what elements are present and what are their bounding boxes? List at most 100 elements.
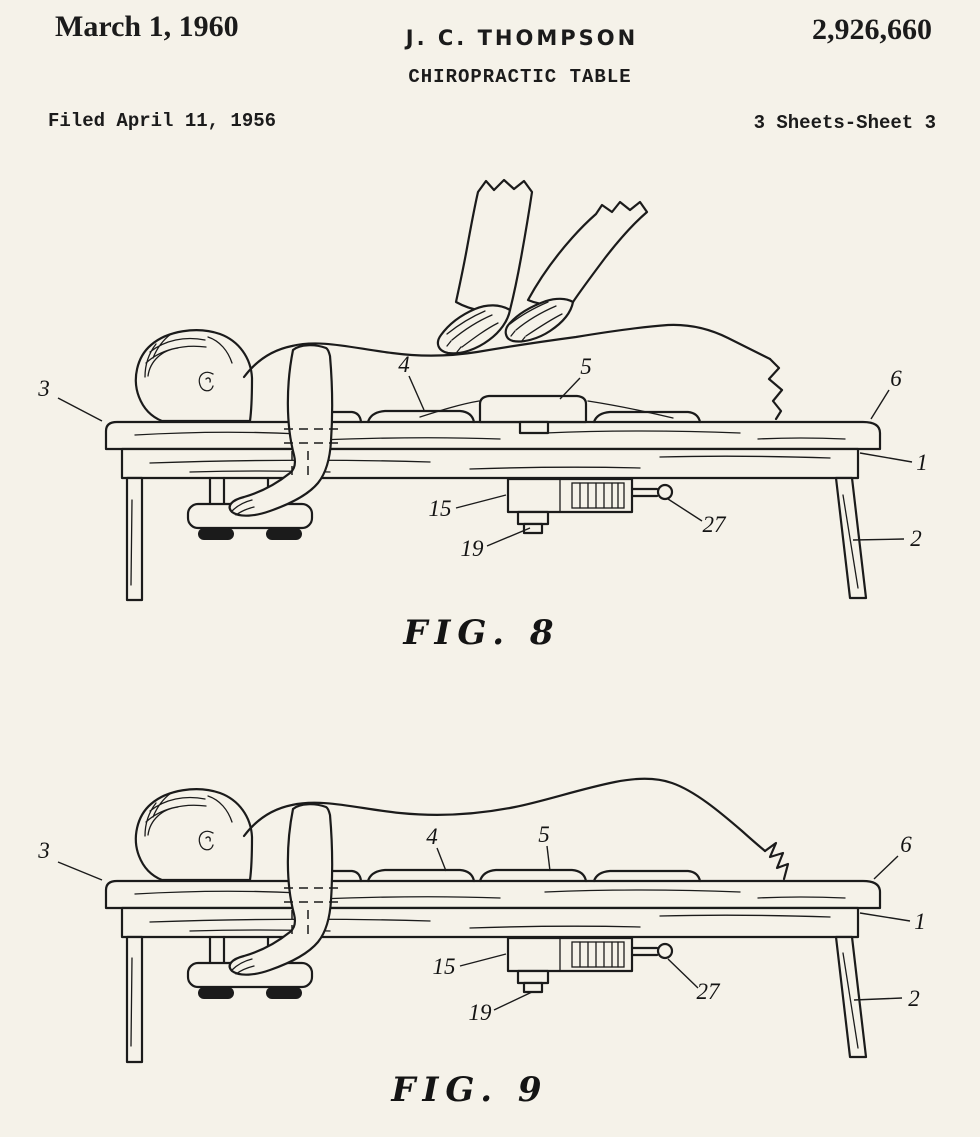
fig8-leader-19 [486,527,531,547]
fig8-ref-label-1: 1 [916,450,928,475]
fig9-part19-bracket [516,969,550,985]
fig8-raised-cushion-tab [518,420,550,435]
fig9-leader-19 [493,991,533,1011]
fig9-ref-label-19: 19 [469,1000,493,1025]
fig8-practitioner-nails-right [510,330,526,343]
fig8-annotations: 3 4 5 6 1 2 15 19 27 [37,352,928,561]
fig8-ref-label-5: 5 [580,354,592,379]
fig9-armrest-foot-left [198,987,234,999]
fig9-table [104,879,882,1064]
fig9-annotations: 3 4 5 6 1 2 15 19 27 [37,822,926,1025]
fig8-right-leg-shading [842,494,859,589]
fig8-patient-back [242,323,772,379]
fig8-patient [134,323,784,517]
fig9-leader-5 [546,845,551,872]
fig8-cushion-2 [366,409,476,424]
fig9-cushion-4 [592,869,702,883]
fig8-ref-label-27: 27 [703,512,728,537]
fig9-leader-15 [459,953,507,967]
fig9-ref-label-4: 4 [426,824,438,849]
fig8-cushions [290,394,702,435]
fig8-ref-label-2: 2 [910,526,922,551]
fig8-patient-belly-rear [587,400,674,419]
fig8-ref-label-3: 3 [37,376,50,401]
fig8-patient-head [134,329,254,423]
fig8-right-leg [834,476,868,600]
fig9-patient-torn-edge [763,841,790,881]
fig8-leader-6 [870,389,890,420]
fig8-practitioner-hand-left [436,304,512,355]
fig9-patient-fingers [231,958,255,975]
fig8: 3 4 5 6 1 2 15 19 27 FIG. 8 [37,178,928,653]
fig8-mechanism-cylinder [571,482,625,509]
fig9-mechanism-hatching [579,941,619,968]
fig8-ref-label-15: 15 [429,496,452,521]
fig9-patient-hair [144,792,233,837]
fig8-part19-bracket [516,510,550,526]
fig9-cushion-3 [478,868,588,883]
inventor-name: J. C. THOMPSON [405,26,639,50]
fig8-leader-3 [57,397,103,422]
fig8-practitioner-fingers-right [509,301,563,337]
fig9-leader-6 [873,855,899,880]
fig8-practitioner-arm-right [526,200,649,306]
fig9-left-leg [125,935,144,1064]
patent-date: March 1, 1960 [55,10,239,43]
fig8-patient-arm [228,344,334,517]
fig9-right-leg-shading [842,952,859,1049]
fig8-practitioner-arms [436,178,649,355]
fig9-patient-arm [228,803,334,976]
fig8-leader-15 [455,494,507,509]
fig8-ref-label-19: 19 [461,536,485,561]
fig8-practitioner-fingers-left [446,310,499,348]
fig8-mechanism-box [506,477,634,514]
fig9-tabletop [104,879,882,910]
invention-title: CHIROPRACTIC TABLE [408,66,632,88]
fig9-part19-nub [522,981,544,994]
fig9-adjust-rod [630,946,659,957]
fig9-patient [134,777,790,976]
fig9-leader-3 [57,861,103,881]
fig8-patient-belly-front [419,400,480,418]
fig9-armrest-foot-right [266,987,302,999]
fig8-patient-hair [144,333,233,378]
fig8-left-leg-shading [130,499,133,586]
fig9-patient-back [242,777,767,853]
fig9-leader-27 [667,958,699,989]
fig9-leader-4 [436,847,447,872]
fig8-leader-1 [859,452,913,463]
fig8-patient-ear [198,371,214,392]
fig8-raised-cushion [478,394,588,424]
fig8-caption: FIG. 8 [402,613,560,653]
fig8-apron [120,447,860,480]
fig9-cushions [290,868,702,883]
fig8-armrest-foot-right [266,528,302,540]
fig9-ref-label-2: 2 [908,986,920,1011]
fig9-armrest-posts [208,935,284,965]
fig8-cushion-4 [592,410,702,424]
fig9: 3 4 5 6 1 2 15 19 27 FIG. 9 [37,777,926,1110]
patent-number: 2,926,660 [812,13,932,46]
fig8-left-leg [125,476,144,602]
fig9-ref-label-27: 27 [697,979,722,1004]
fig9-mechanism-box [506,936,634,973]
fig9-patient-ear [198,830,214,851]
fig9-ref-label-15: 15 [433,954,456,979]
fig8-slab-shading [134,430,846,441]
sheet-number: 3 Sheets-Sheet 3 [753,112,936,134]
fig8-practitioner-arm-left [454,178,534,313]
fig9-slab-shading [134,889,846,900]
fig9-mechanism-cylinder [571,941,625,968]
fig8-part19-nub [522,522,544,535]
fig9-leader-1 [859,912,911,922]
fig9-leader-2 [853,997,903,1001]
fig8-mechanism-hatching [579,482,619,509]
fig8-leader-2 [852,538,905,541]
fig8-adjust-knob [656,483,674,501]
fig9-adjust-knob [656,942,674,960]
fig9-ref-label-5: 5 [538,822,550,847]
fig8-leader-27 [667,498,703,522]
fig9-left-leg-shading [130,957,133,1047]
fig8-armrest-posts [208,476,284,506]
